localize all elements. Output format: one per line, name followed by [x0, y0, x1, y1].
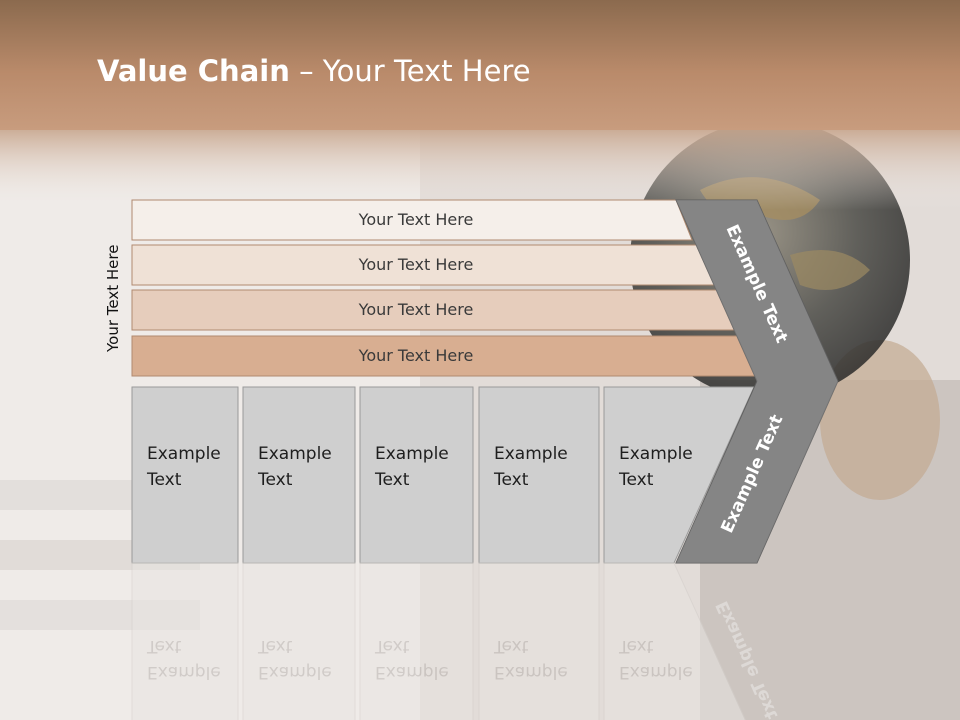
- activity-box-label-1-line2: Text: [146, 470, 182, 490]
- activity-box-reflection-3: Example Text: [359, 562, 474, 720]
- title-bold: Value Chain: [97, 54, 290, 88]
- slide-title: Value Chain – Your Text Here: [97, 54, 531, 88]
- svg-text:Text: Text: [374, 636, 410, 656]
- value-bar-label-1: Your Text Here: [358, 210, 474, 229]
- svg-text:Example: Example: [619, 662, 693, 682]
- svg-text:Example: Example: [375, 662, 449, 682]
- activity-box-reflection-5: Example Text: [603, 562, 746, 720]
- value-bar-label-3: Your Text Here: [358, 300, 474, 319]
- activity-box-label-2-line2: Text: [257, 470, 293, 490]
- activity-box-label-3-line2: Text: [374, 470, 410, 490]
- activity-box-reflection-2: Example Text: [242, 562, 356, 720]
- activity-box-reflection-1: Example Text: [131, 562, 239, 720]
- activity-box-label-4-line1: Example: [494, 444, 568, 464]
- activity-box-label-4-line2: Text: [493, 470, 529, 490]
- svg-text:Text: Text: [257, 636, 293, 656]
- value-bar-label-2: Your Text Here: [358, 255, 474, 274]
- activity-box-label-2-line1: Example: [258, 444, 332, 464]
- title-rest: – Your Text Here: [289, 54, 531, 88]
- value-bar-label-4: Your Text Here: [358, 346, 474, 365]
- chevron-arrow: [675, 199, 839, 564]
- activity-box-label-5-line2: Text: [618, 470, 654, 490]
- svg-text:Example: Example: [494, 662, 568, 682]
- svg-text:Example: Example: [258, 662, 332, 682]
- value-bar-1: [131, 199, 693, 241]
- svg-text:Text: Text: [146, 636, 182, 656]
- svg-text:Text: Text: [618, 636, 654, 656]
- activity-box-reflection-4: Example Text: [478, 562, 600, 720]
- activity-box-label-5-line1: Example: [619, 444, 693, 464]
- activity-box-label-3-line1: Example: [375, 444, 449, 464]
- svg-text:Text: Text: [493, 636, 529, 656]
- svg-text:Example: Example: [147, 662, 221, 682]
- activity-box-label-1-line1: Example: [147, 444, 221, 464]
